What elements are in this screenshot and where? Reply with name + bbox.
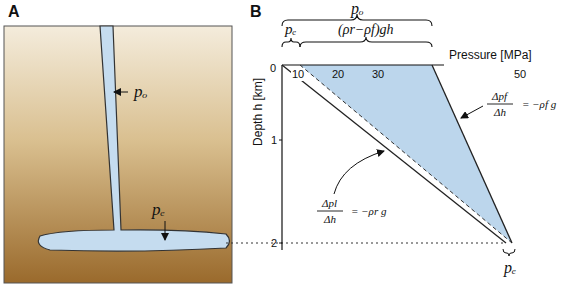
pressure-symbol: pₒ	[134, 82, 147, 102]
crust-block	[4, 26, 232, 283]
leader-line	[334, 151, 384, 194]
dashed-line	[300, 65, 512, 243]
axis-title: Depth h [km]	[252, 78, 266, 146]
pressure-term: (ρr−ρf)gh	[338, 22, 394, 38]
fraction-bar	[317, 211, 343, 212]
tick-label: 2	[271, 237, 277, 250]
hydrostatic-line	[432, 65, 512, 243]
fraction-bar	[487, 104, 513, 105]
panel-letter: A	[8, 3, 20, 21]
leader-line	[461, 106, 483, 118]
brace	[300, 37, 432, 47]
gradient-value: = −ρr g	[351, 205, 386, 218]
gradient-numerator: Δpl	[322, 197, 337, 210]
pressure-area	[300, 65, 512, 243]
pointer-arrow	[114, 92, 128, 93]
tick-label: 20	[332, 68, 344, 81]
pressure-symbol: pₒ	[351, 0, 364, 18]
gradient-value: = −ρf g	[522, 98, 556, 111]
gradient-denominator: Δh	[494, 106, 506, 119]
brace	[282, 38, 300, 47]
pressure-symbol: pₑ	[285, 21, 296, 38]
tick-label: 0	[270, 62, 276, 75]
dotted-link	[226, 243, 505, 244]
tick	[279, 140, 282, 141]
axis-title: Pressure [MPa]	[449, 49, 532, 63]
tick-label: 10	[291, 68, 305, 81]
tick-label: 1	[271, 134, 277, 147]
brace	[503, 249, 515, 256]
pressure-symbol: pₑ	[152, 200, 165, 220]
tick-label: 50	[514, 68, 526, 81]
panel-letter: B	[250, 3, 262, 21]
gradient-numerator: Δpf	[492, 90, 507, 103]
magma-conduit-sill	[38, 26, 229, 251]
pressure-axis	[282, 64, 444, 65]
depth-axis	[281, 65, 282, 250]
pressure-symbol: pₑ	[504, 259, 516, 277]
pointer-arrow	[165, 221, 166, 240]
tick-label: 30	[372, 68, 384, 81]
tick	[279, 243, 282, 244]
gradient-denominator: Δh	[324, 213, 336, 226]
